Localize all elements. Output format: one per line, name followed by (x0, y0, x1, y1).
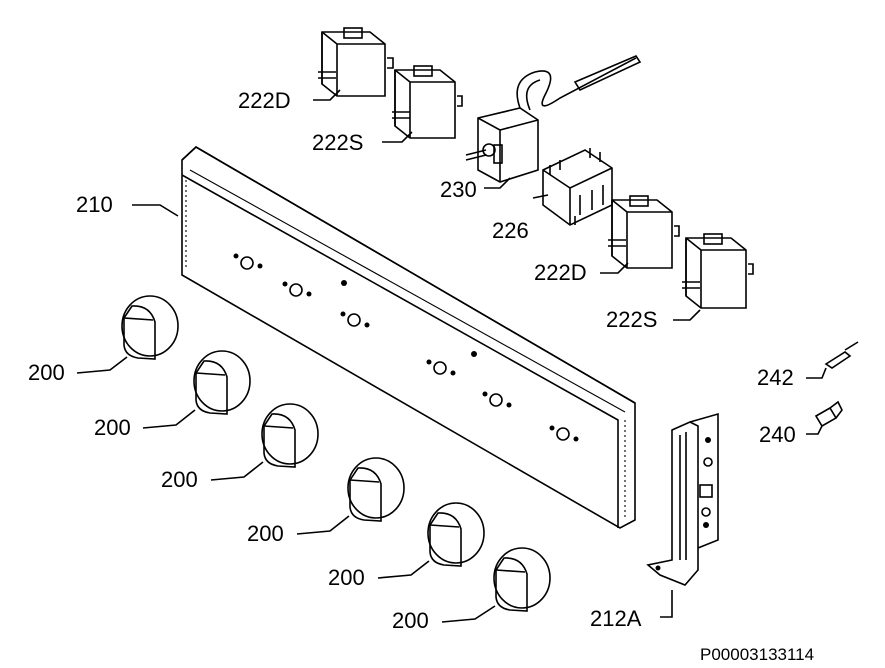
label-switch-bottom-s: 222S (606, 307, 657, 332)
knob-4 (296, 457, 405, 535)
screw-240 (806, 400, 843, 435)
knob-6 (441, 547, 551, 623)
label-screw-240: 240 (759, 422, 796, 447)
label-switch-top-d: 222D (238, 88, 291, 113)
label-knob-4: 200 (247, 521, 284, 546)
label-switch-top-s: 222S (312, 130, 363, 155)
label-knob-2: 200 (94, 415, 131, 440)
thermostat-230 (465, 55, 642, 189)
side-bracket-212a (646, 412, 719, 618)
label-knob-1: 200 (28, 360, 65, 385)
knob-5 (377, 502, 485, 579)
switch-222d-bottom (600, 195, 680, 274)
panel-holes (233, 253, 579, 442)
switch-222s-bottom (673, 233, 754, 321)
switch-222s-top (382, 65, 463, 143)
label-knob-6: 200 (392, 608, 429, 633)
knob-3 (210, 403, 319, 481)
label-knob-3: 200 (161, 467, 198, 492)
label-panel: 210 (76, 192, 113, 217)
label-screw-242: 242 (757, 365, 794, 390)
control-panel (132, 146, 636, 529)
screw-242 (806, 341, 859, 379)
selector-switch-226 (532, 148, 613, 226)
label-selector: 226 (492, 218, 529, 243)
label-knob-5: 200 (328, 565, 365, 590)
switch-222d-top (313, 27, 394, 101)
reference-code: P00003133114 (700, 645, 814, 664)
label-bracket: 212A (590, 606, 642, 631)
label-thermostat: 230 (440, 177, 477, 202)
label-switch-bottom-d: 222D (534, 260, 587, 285)
knob-2 (142, 350, 251, 429)
knob-1 (76, 295, 179, 374)
control-knobs (76, 295, 551, 623)
